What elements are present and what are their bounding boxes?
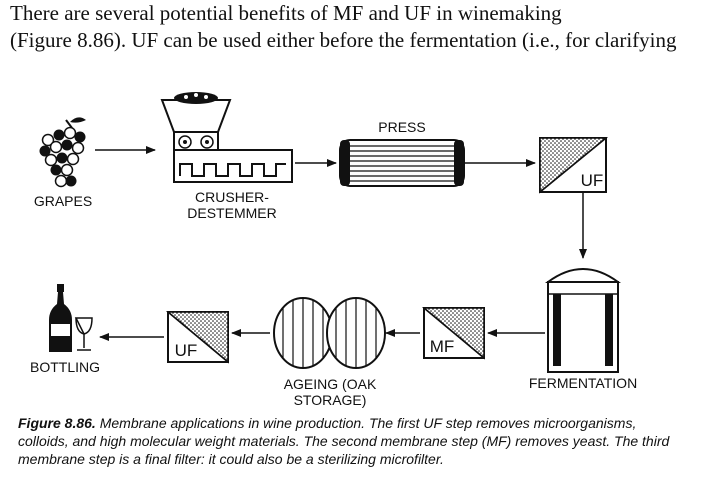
intro-paragraph: There are several potential benefits of … [10, 0, 690, 54]
uf-final-membrane-icon [165, 311, 229, 364]
press-icon [339, 139, 465, 187]
intro-line-2: (Figure 8.86). UF can be used either bef… [10, 28, 677, 52]
figure-caption: Figure 8.86. Membrane applications in wi… [18, 414, 688, 468]
fermentation-tank-icon [544, 268, 622, 373]
uf-first-label: UF [581, 171, 604, 190]
ageing-label-2: STORAGE) [294, 392, 367, 408]
uf-membrane-icon [539, 137, 609, 194]
figure-label: Figure 8.86. [18, 415, 96, 431]
intro-line-1: There are several potential benefits of … [10, 1, 562, 25]
crusher-label-1: CRUSHER- [195, 189, 269, 205]
caption-text: Membrane applications in wine production… [18, 415, 670, 467]
crusher-destemmer-icon [160, 92, 293, 183]
oak-barrels-icon [273, 297, 386, 369]
grapes-label: GRAPES [34, 193, 92, 209]
fermentation-label: FERMENTATION [529, 375, 637, 391]
uf-final-label: UF [175, 341, 198, 360]
press-label: PRESS [378, 119, 425, 135]
grapes-icon [39, 117, 86, 188]
wine-bottle-glass-icon [49, 284, 93, 352]
mf-membrane-icon [421, 307, 485, 360]
mf-label: MF [430, 337, 455, 356]
bottling-label: BOTTLING [30, 359, 100, 375]
crusher-label-2: DESTEMMER [187, 205, 276, 221]
ageing-label-1: AGEING (OAK [284, 376, 377, 392]
